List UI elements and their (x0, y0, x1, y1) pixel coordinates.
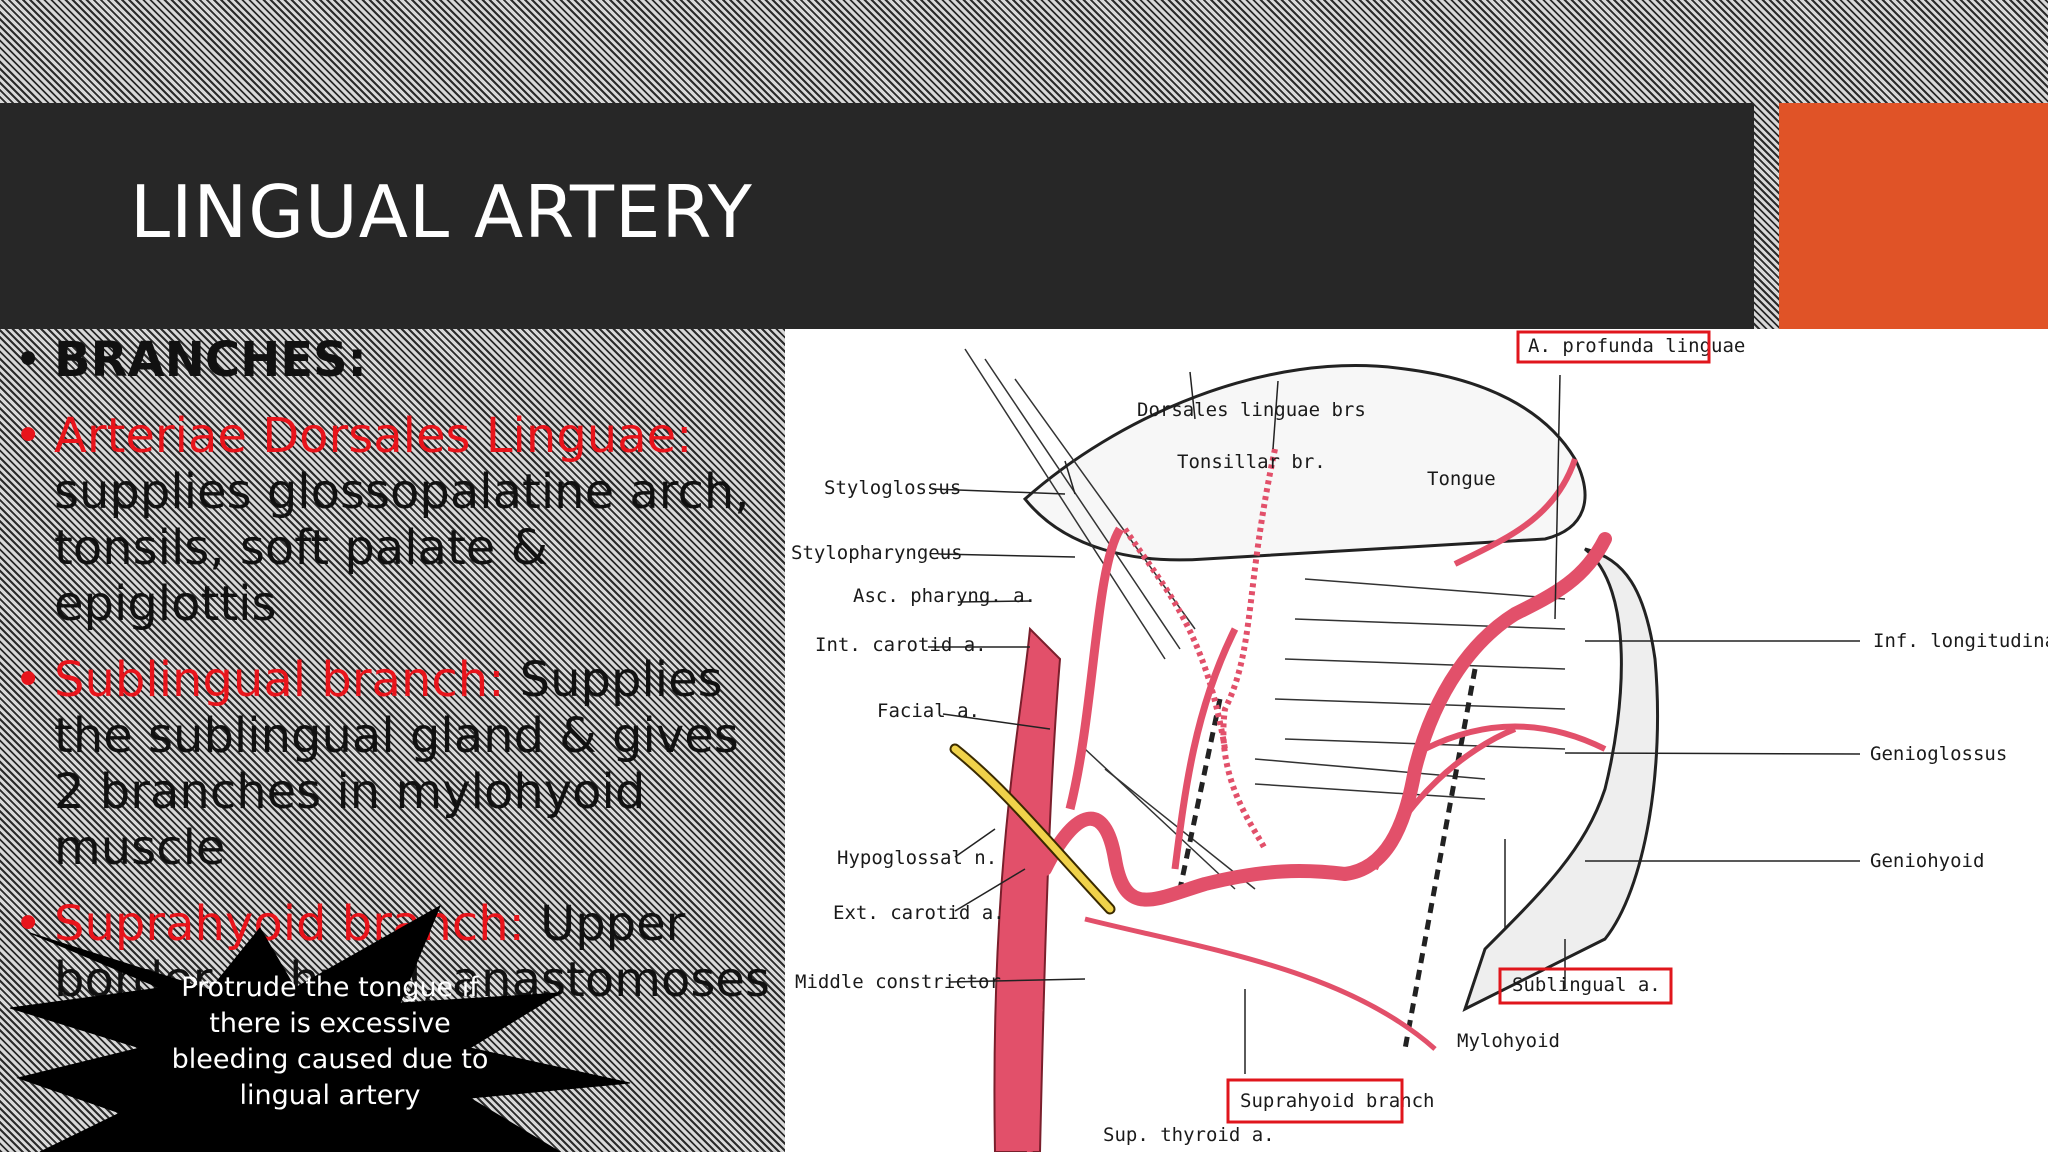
carotid-artery (993, 626, 1062, 1152)
highlight-box-sublingual (1498, 967, 1673, 1005)
label-dorsales: Dorsales linguae brs (1137, 399, 1366, 421)
anatomy-diagram: A. profunda linguae Dorsales linguae brs… (791, 330, 2048, 1152)
bullet-dot: • (14, 332, 43, 388)
label-styloglossus: Styloglossus (824, 477, 961, 499)
starburst-shape (9, 904, 631, 1152)
label-ext-carotid: Ext. carotid a. (833, 902, 1005, 924)
bullet-heading: BRANCHES: (54, 332, 367, 388)
bullet-text: Supplies the sublingual gland & gives 2 … (54, 652, 739, 876)
accent-block (1779, 103, 2048, 329)
dorsal-artery-branch (1171, 627, 1239, 870)
label-suprahyoid: Suprahyoid branch (1240, 1090, 1434, 1112)
highlight-box-suprahyoid (1226, 1078, 1404, 1124)
label-hypoglossal: Hypoglossal n. (837, 847, 997, 869)
dashed-borders (1177, 668, 1478, 1050)
pointer-lines (928, 371, 1861, 1074)
mandible-outline (1462, 547, 1660, 1012)
anatomy-figure: A. profunda linguae Dorsales linguae brs… (785, 329, 2048, 1152)
bullet-dot: • (14, 896, 43, 952)
bullet-lead: Arteriae Dorsales Linguae: (54, 408, 693, 464)
bullet-text: supplies glossopalatine arch, tonsils, s… (54, 464, 750, 632)
suprahyoid-artery (1084, 916, 1437, 1051)
label-inf-longitudinal: Inf. longitudinal m. (1873, 630, 2048, 652)
bullet-dot: • (14, 652, 43, 708)
callout-text: Protrude the tongue if there is excessiv… (171, 972, 489, 1111)
title-bar (0, 103, 1754, 329)
slide-title: LINGUAL ARTERY (130, 170, 753, 254)
sublingual-artery (1423, 723, 1607, 752)
bullet-list: • BRANCHES: • Arteriae Dorsales Linguae:… (10, 332, 780, 1028)
deep-artery-branch (1372, 726, 1517, 871)
tongue-outline (1022, 364, 1587, 562)
label-facial: Facial a. (877, 700, 980, 722)
highlight-box-profunda (1516, 330, 1711, 364)
label-asc-pharyng: Asc. pharyng. a. (853, 585, 1036, 607)
label-mylohyoid: Mylohyoid (1457, 1030, 1560, 1052)
lingual-artery (1038, 532, 1612, 907)
label-sup-thyroid: Sup. thyroid a. (1103, 1124, 1275, 1146)
label-stylopharyngeus: Stylopharyngeus (791, 542, 963, 564)
label-sublingual: Sublingual a. (1512, 974, 1661, 996)
hypoglossal-nerve (951, 745, 1114, 913)
label-genioglossus: Genioglossus (1870, 743, 2007, 765)
bullet-dot: • (14, 408, 43, 464)
label-middle-constrictor: Middle constrictor (795, 971, 1001, 993)
label-tongue: Tongue (1427, 468, 1496, 490)
bullet-dorsales: • Arteriae Dorsales Linguae: supplies gl… (10, 408, 780, 632)
dorsales-linguae-vessel (1122, 448, 1278, 851)
bullet-branches: • BRANCHES: (10, 332, 780, 388)
label-geniohyoid: Geniohyoid (1870, 850, 1984, 872)
bullet-lead: Sublingual branch: (54, 652, 505, 708)
bullet-lead: Suprahyoid branch: (54, 896, 525, 952)
label-int-carotid: Int. carotid a. (815, 634, 987, 656)
label-tonsillar: Tonsillar br. (1177, 451, 1326, 473)
label-profunda: A. profunda linguae (1528, 335, 1745, 357)
sup-thyroid-artery (1024, 1008, 1043, 1152)
facial-artery (1065, 526, 1124, 811)
bullet-sublingual: • Sublingual branch: Supplies the sublin… (10, 652, 780, 876)
profunda-artery (1453, 458, 1578, 567)
